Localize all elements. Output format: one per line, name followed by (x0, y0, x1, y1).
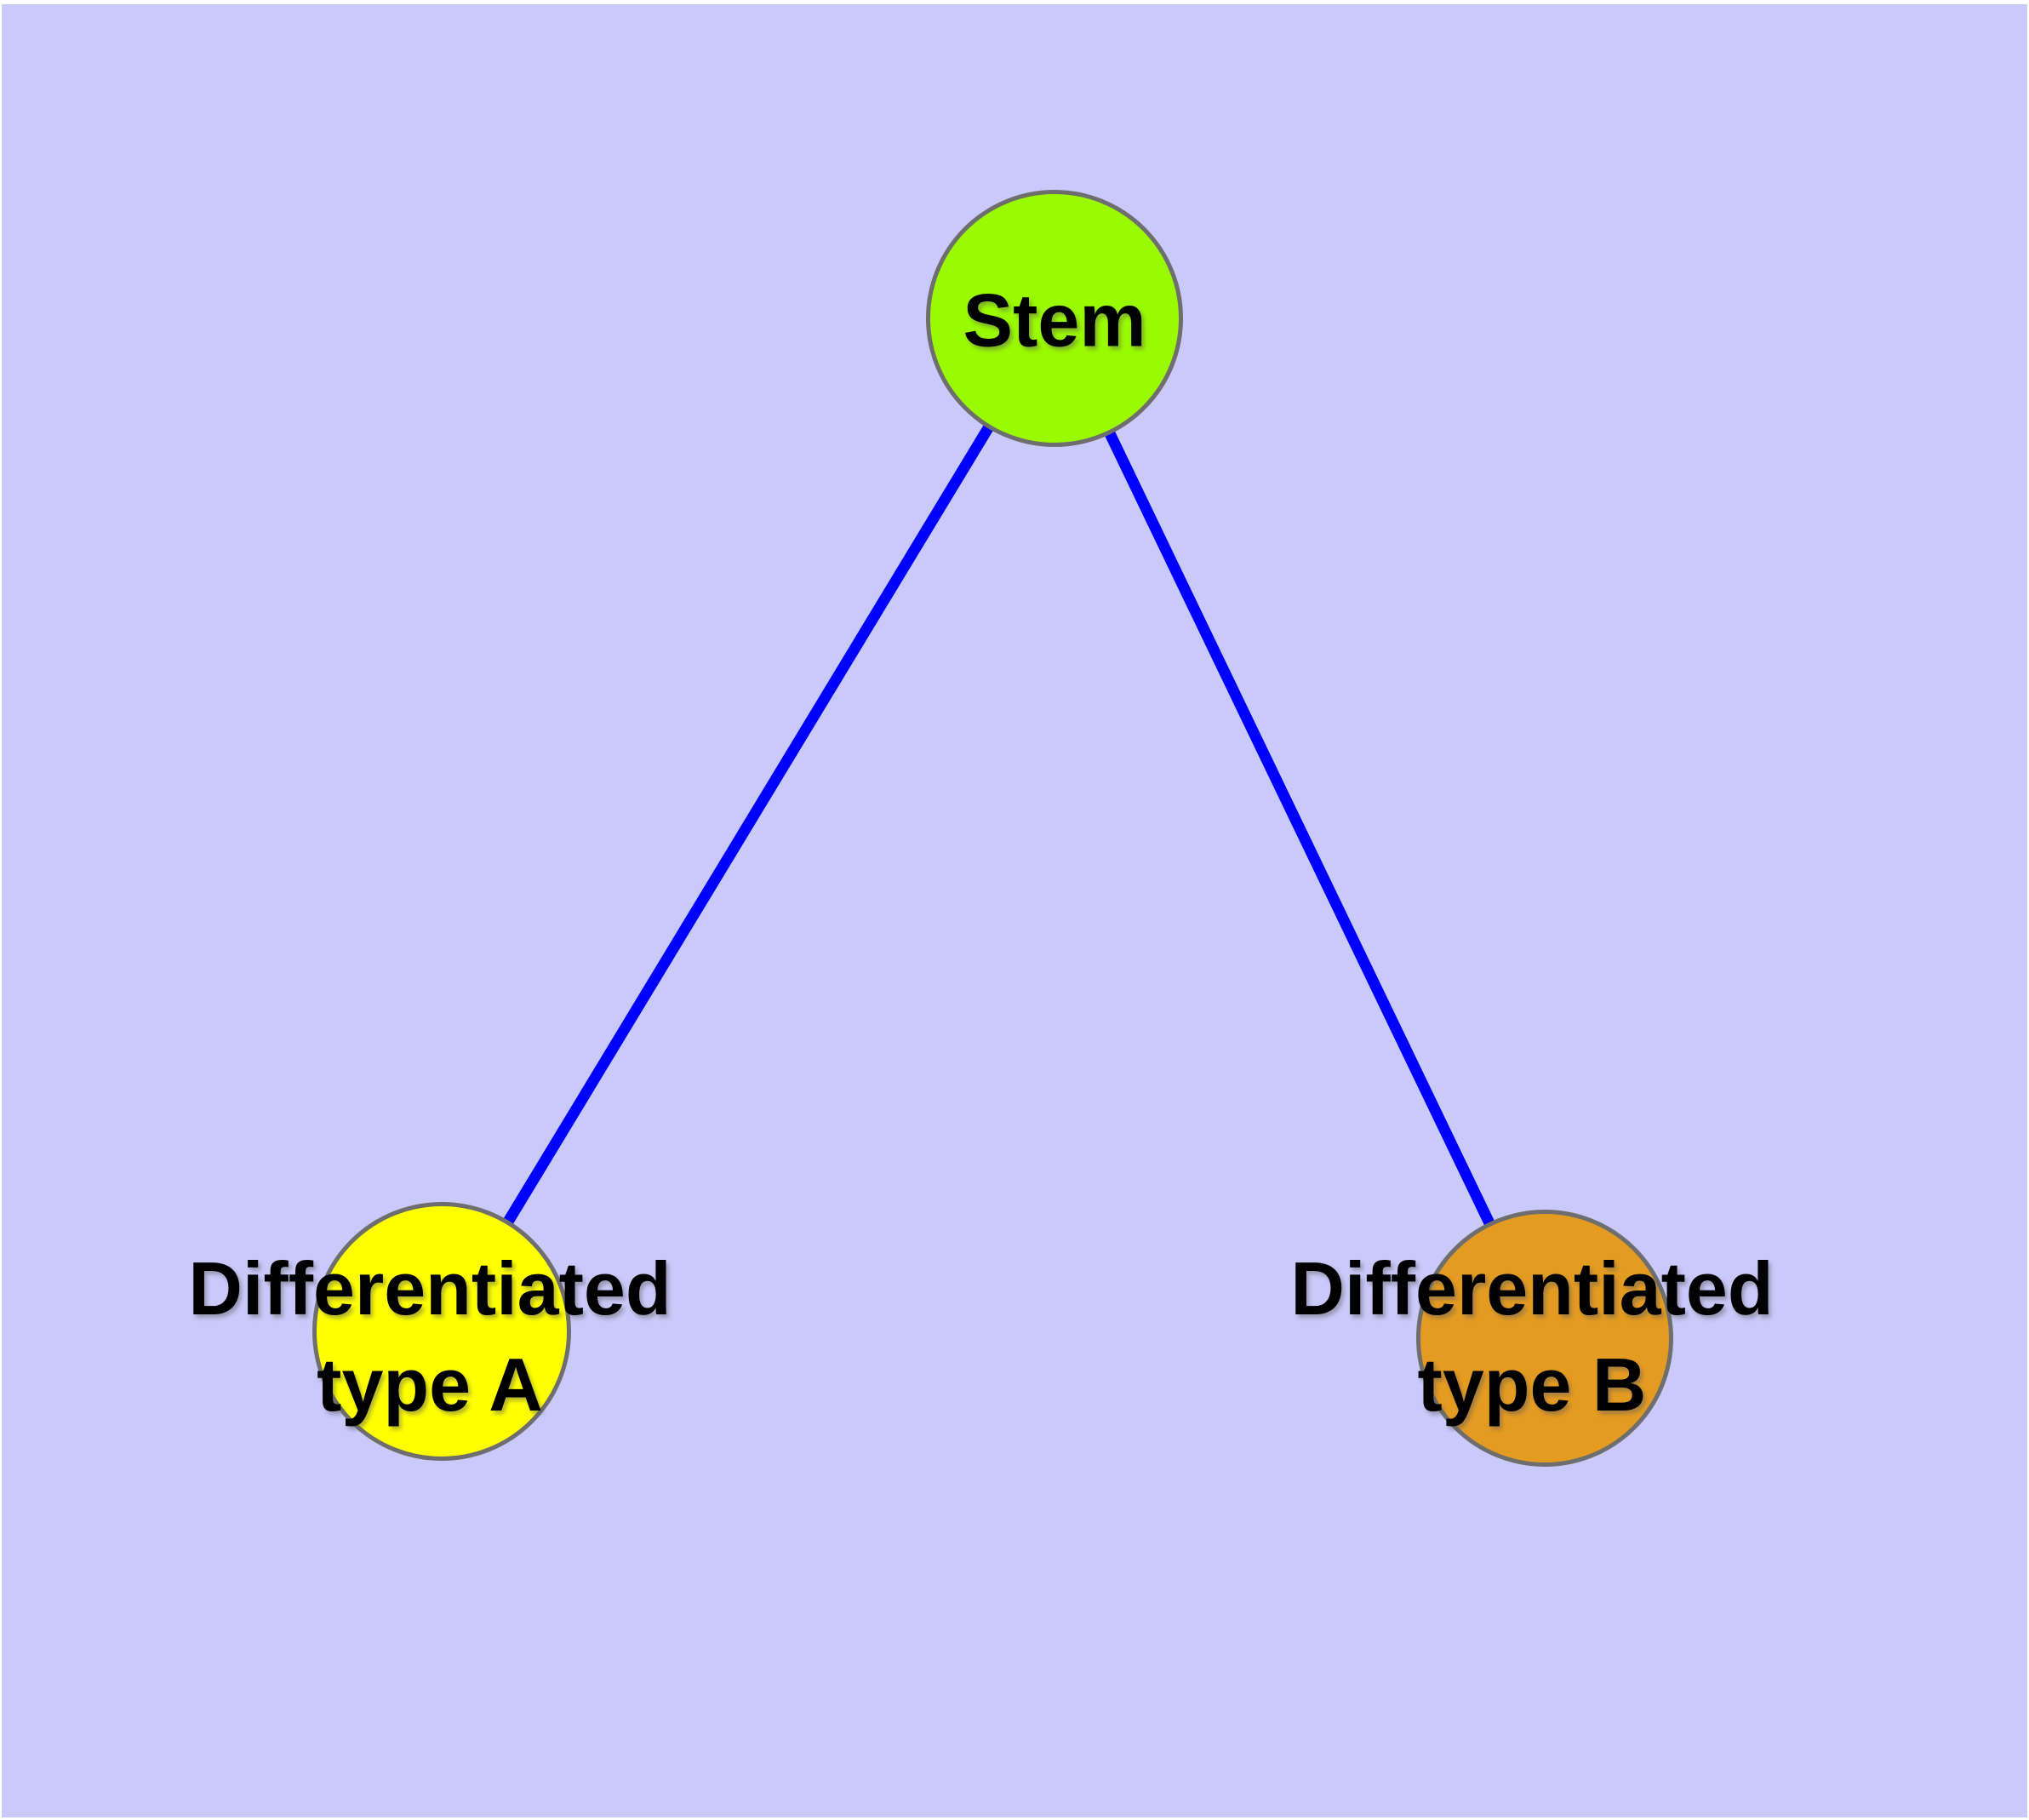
node-stem-label-text: Stem (963, 278, 1146, 363)
node-type-a-label-line2: type A (317, 1342, 543, 1427)
node-stem[interactable] (926, 190, 1183, 447)
node-type-a-label: Differentiated type A (188, 1240, 671, 1433)
node-stem-label: Stem (963, 272, 1146, 369)
node-differentiated-type-a[interactable] (312, 1202, 571, 1461)
node-type-a-label-line1: Differentiated (188, 1246, 672, 1331)
node-differentiated-type-b[interactable] (1416, 1210, 1673, 1467)
node-type-b-label-line1: Differentiated (1290, 1246, 1774, 1331)
edge-stem-to-type-b (1049, 316, 1550, 1341)
edge-stem-to-type-a (437, 315, 1060, 1335)
diagram-canvas: Stem Differentiated type A Differentiate… (2, 4, 2027, 1817)
node-type-b-label: Differentiated type B (1290, 1240, 1773, 1433)
edge-layer (437, 315, 1550, 1341)
node-type-b-label-line2: type B (1417, 1342, 1647, 1427)
